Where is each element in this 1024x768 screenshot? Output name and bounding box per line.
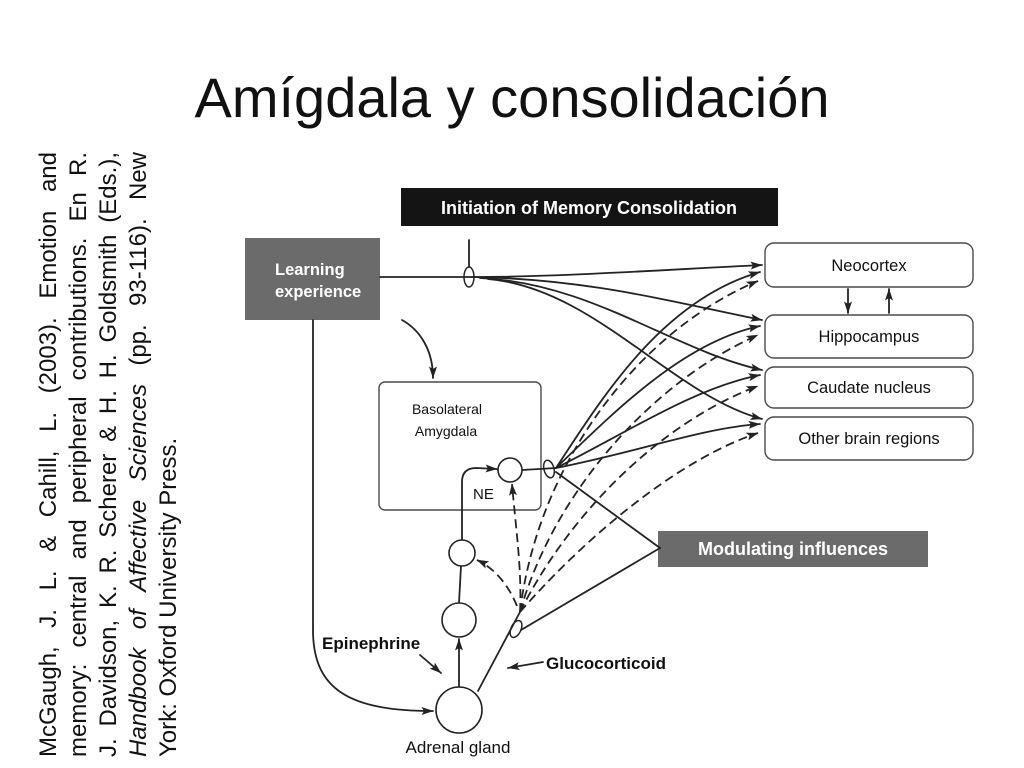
initiation-header-label: Initiation of Memory Consolidation [441, 198, 737, 218]
dashed-arrow-to-neocortex [519, 280, 759, 613]
learning-experience-box [245, 238, 380, 320]
dashed-arrow-to-ne-node [509, 483, 522, 613]
caudate-nucleus-box [764, 366, 974, 409]
initiation-synapse-oval [463, 266, 475, 288]
modulating-influences-label: Modulating influences [698, 539, 888, 559]
neocortex-box [764, 242, 974, 288]
arrow-learning-to-adrenal-gland [312, 319, 434, 715]
caudate-nucleus-label: Caudate nucleus [807, 379, 931, 397]
arrow-learning-to-other-regions [487, 278, 763, 420]
modulating-influences-box [658, 531, 928, 567]
modulating-pointer-amygdala [555, 471, 661, 549]
other-brain-regions-box [764, 416, 974, 461]
amygdala-projections [521, 271, 761, 471]
arrow-learning-to-neocortex [379, 261, 763, 278]
adrenal-gland-label: Adrenal gland [406, 738, 511, 757]
reference-citation: McGaugh, J. L. & Cahill, L. (2003). Emot… [34, 152, 184, 757]
vagal-node [441, 602, 477, 638]
ne-node [497, 457, 523, 483]
dashed-arrow-to-relay-node [476, 559, 518, 607]
glucocorticoid-synapse-oval [509, 619, 523, 639]
epinephrine-label: Epinephrine [322, 634, 420, 653]
basolateral-label: Basolateral [412, 401, 482, 417]
other-brain-regions-label: Other brain regions [798, 430, 939, 448]
arrow-amygdala-to-caudate [555, 373, 761, 469]
arrow-relay-to-ne-node [461, 464, 498, 541]
experience-label: experience [275, 283, 361, 301]
citation-line-3: J. Davidson, K. R. Scherer & H. H. Golds… [95, 152, 122, 757]
arrow-amygdala-to-other-regions [555, 420, 761, 469]
arrow-learning-to-caudate [479, 277, 763, 372]
ne-label: NE [473, 486, 494, 503]
dashed-arrow-to-caudate [519, 385, 759, 613]
citation-line-5: York: Oxford University Press. [155, 437, 182, 757]
initiation-header-box [401, 188, 778, 226]
arrow-amygdala-to-neocortex [555, 271, 761, 469]
amygdala-output-stub [521, 467, 557, 471]
citation-line-1: McGaugh, J. L. & Cahill, L. (2003). Emot… [35, 152, 62, 757]
hippocampus-label: Hippocampus [819, 328, 920, 346]
learning-label: Learning [275, 261, 345, 279]
glucocorticoid-label: Glucocorticoid [546, 654, 666, 673]
arrow-learning-to-hippocampus [471, 276, 763, 322]
citation-line-2: memory: central and peripheral contribut… [65, 152, 92, 757]
arrow-learning-to-amygdala [401, 319, 437, 379]
learning-pathways [379, 261, 763, 420]
arrow-amygdala-to-hippocampus [555, 324, 761, 469]
citation-book-title: Handbook of Affective Sciences [125, 384, 152, 757]
adrenal-gland-node [435, 686, 483, 734]
glucocorticoid-dashed-projections [476, 280, 759, 613]
dashed-arrow-to-hippocampus [519, 334, 759, 613]
amygdala-label: Amygdala [415, 423, 477, 439]
neocortex-label: Neocortex [831, 257, 907, 275]
citation-line-4: Handbook of Affective Sciences (pp. 93-1… [124, 152, 154, 757]
citation-pages: (pp. 93-116). New [125, 152, 152, 366]
modulating-pointer-glucocorticoid [520, 547, 661, 631]
glucocorticoid-arrow [507, 661, 544, 670]
epinephrine-arrow [419, 654, 442, 674]
line-vagal-to-relay-node [458, 565, 462, 604]
amygdala-synapse-oval [542, 459, 556, 479]
relay-node [448, 539, 476, 567]
slide-title: Amígdala y consolidación [194, 66, 830, 129]
hippocampus-box [764, 314, 974, 359]
dashed-arrow-to-other-regions [519, 432, 759, 613]
